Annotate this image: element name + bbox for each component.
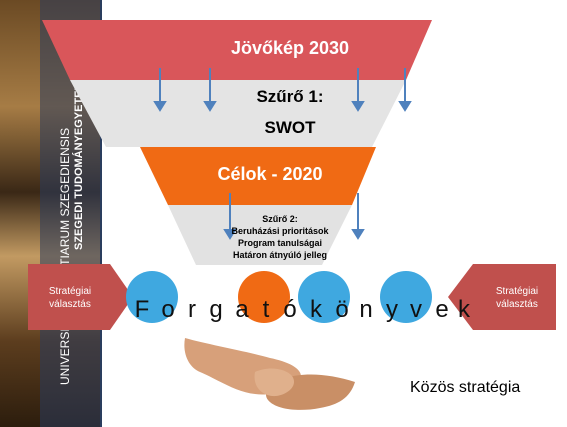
filter2-item-2: Program tanulságai	[237, 238, 323, 248]
handshake-image	[184, 338, 355, 410]
scenario-letter: r	[188, 296, 196, 323]
left-arrow-line1: Stratégiai	[48, 286, 92, 297]
circle-4	[380, 271, 432, 323]
right-arrow-line2: választás	[496, 299, 538, 310]
right-arrow-shape	[448, 264, 556, 330]
scenario-letter: ó	[283, 296, 297, 323]
scenario-letter: y	[386, 296, 398, 323]
scenario-letter: k	[458, 296, 470, 323]
circle-1	[126, 271, 178, 323]
funnel-top-band	[42, 20, 432, 80]
left-arrow-label: Stratégiai választás	[32, 285, 108, 311]
scenario-letter: F	[134, 296, 150, 323]
right-arrow-line1: Stratégiai	[495, 286, 539, 297]
right-arrow-label: Stratégiai választás	[480, 285, 554, 311]
filter2-item-3: Határon átnyúló jelleg	[232, 250, 328, 260]
filter1-label: Szűrő 1:	[256, 87, 324, 106]
scenario-letter: ö	[335, 296, 349, 323]
filter1-swot: SWOT	[264, 118, 316, 137]
funnel-mid-band	[140, 147, 376, 205]
sidebar-line	[100, 0, 102, 427]
scenario-letter: e	[435, 296, 449, 323]
down-arrows	[153, 68, 412, 240]
scenario-letter: k	[310, 296, 322, 323]
scenario-letter: g	[209, 296, 223, 323]
left-arrow-line2: választás	[49, 299, 91, 310]
funnel-filter1	[70, 80, 406, 147]
left-arrow-shape	[28, 264, 133, 330]
funnel-mid-title: Célok - 2020	[217, 164, 323, 184]
scenario-letter: o	[161, 296, 175, 323]
filter2-title: Szűrő 2:	[262, 214, 298, 224]
scenario-letter: t	[262, 296, 270, 323]
common-strategy-label: Közös stratégia	[410, 379, 521, 396]
funnel-filter2	[168, 205, 352, 265]
funnel-top-title: Jövőkép 2030	[230, 38, 350, 58]
scenario-letter: v	[410, 296, 422, 323]
circle-2	[238, 271, 290, 323]
scenario-letter: n	[359, 296, 373, 323]
circle-3	[298, 271, 350, 323]
filter2-item-1: Beruházási prioritások	[231, 226, 329, 236]
scenario-letter: a	[235, 296, 249, 323]
